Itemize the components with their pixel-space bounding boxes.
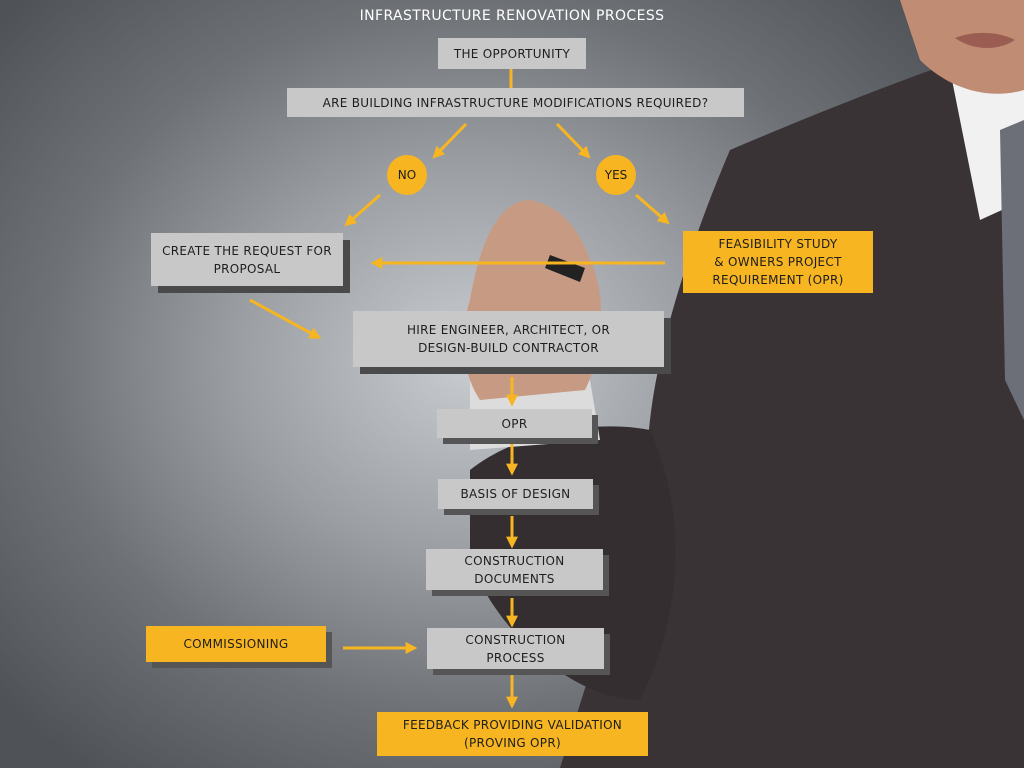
face [900,0,1024,94]
arrow-question-to-yes [555,122,591,159]
node-construction-process: CONSTRUCTION PROCESS [427,628,604,669]
node-docs-line2: DOCUMENTS [474,571,555,586]
node-rfp-line1: CREATE THE REQUEST FOR [162,243,332,258]
node-opr-label: OPR [501,416,528,431]
node-feedback-validation: FEEDBACK PROVIDING VALIDATION (PROVING O… [377,712,648,756]
node-construction-documents: CONSTRUCTION DOCUMENTS [426,549,603,590]
node-opportunity: THE OPPORTUNITY [438,38,586,69]
suit-jacket [560,60,1024,768]
node-feedback-line1: FEEDBACK PROVIDING VALIDATION [402,718,623,732]
node-rfp-line2: PROPOSAL [213,261,281,276]
lips [955,32,1015,48]
decision-yes-label: YES [604,168,628,182]
node-process-line2: PROCESS [486,650,545,665]
node-docs-line1: CONSTRUCTION [464,553,565,568]
arrow-rfp-to-hire [249,298,322,339]
arrow-question-to-no [432,122,468,159]
node-question-label: ARE BUILDING INFRASTRUCTURE MODIFICATION… [322,95,709,110]
node-feasibility-line3: REQUIREMENT (OPR) [712,273,844,287]
node-hire-engineer: HIRE ENGINEER, ARCHITECT, OR DESIGN-BUIL… [353,311,664,367]
node-hire-line2: DESIGN-BUILD CONTRACTOR [418,341,599,355]
node-request-for-proposal: CREATE THE REQUEST FOR PROPOSAL [151,233,343,286]
arrow-yes-to-feasibility [635,193,670,225]
node-basis-of-design: BASIS OF DESIGN [438,479,593,509]
arrow-no-to-rfp [344,193,381,227]
node-feasibility-line2: & OWNERS PROJECT [714,255,842,269]
node-question: ARE BUILDING INFRASTRUCTURE MODIFICATION… [287,88,744,117]
diagram-title: INFRASTRUCTURE RENOVATION PROCESS [359,8,665,24]
decision-yes: YES [596,155,636,195]
node-feasibility-study: FEASIBILITY STUDY & OWNERS PROJECT REQUI… [683,231,873,293]
decision-no-label: NO [397,168,417,182]
node-opr: OPR [437,409,592,438]
tie [1000,120,1024,420]
node-commissioning: COMMISSIONING [146,626,326,662]
node-opportunity-label: THE OPPORTUNITY [453,46,571,61]
node-feasibility-line1: FEASIBILITY STUDY [718,237,838,251]
node-process-line1: CONSTRUCTION [465,632,566,647]
node-basis-label: BASIS OF DESIGN [460,487,571,501]
node-hire-line1: HIRE ENGINEER, ARCHITECT, OR [406,323,611,337]
node-commissioning-label: COMMISSIONING [183,637,289,651]
decision-no: NO [387,155,427,195]
node-feedback-line2: (PROVING OPR) [464,736,561,750]
